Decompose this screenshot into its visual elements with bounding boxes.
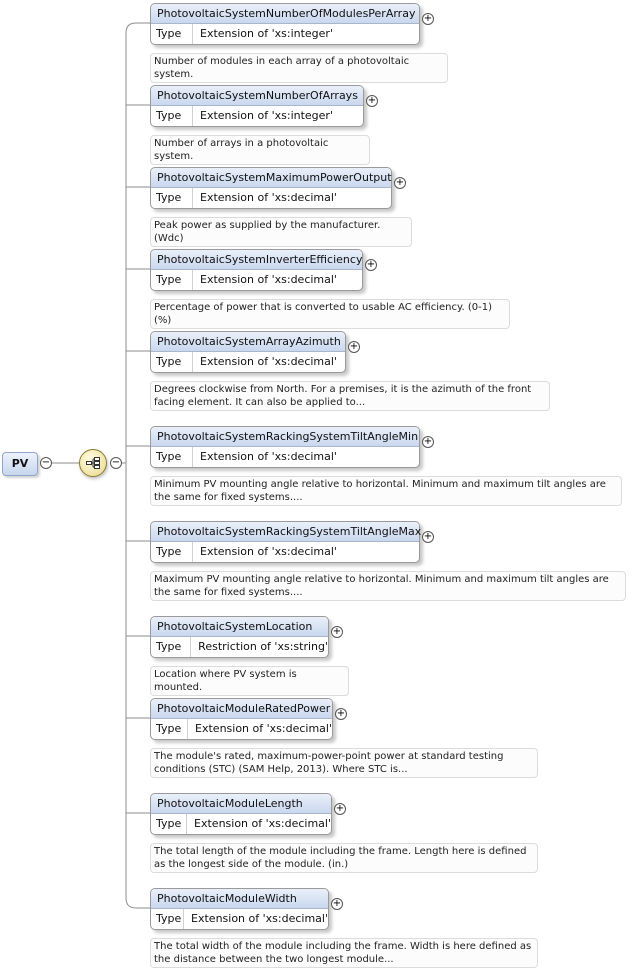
element-documentation: Maximum PV mounting angle relative to ho… [150, 571, 626, 601]
type-label: Type [151, 814, 188, 834]
element-box[interactable]: PhotovoltaicSystemNumberOfModulesPerArra… [150, 3, 420, 45]
element-type-row: Type Extension of 'xs:decimal' [151, 352, 345, 372]
sequence-icon [86, 457, 100, 469]
element-documentation: The module's rated, maximum-power-point … [150, 748, 538, 778]
type-value: Extension of 'xs:decimal' [200, 191, 337, 204]
type-label: Type [151, 352, 193, 372]
element-type-row: Type Extension of 'xs:decimal' [151, 909, 328, 929]
element-documentation: Number of arrays in a photovoltaic syste… [150, 135, 370, 165]
trunk-line [125, 22, 150, 909]
element-type-row: Type Extension of 'xs:decimal' [151, 814, 331, 834]
sequence-compositor[interactable] [79, 449, 107, 477]
element-name: PhotovoltaicModuleRatedPower [151, 699, 332, 719]
type-label: Type [151, 188, 193, 208]
type-value: Extension of 'xs:decimal' [200, 545, 337, 558]
element-documentation: The total length of the module including… [150, 843, 538, 873]
element-documentation: Percentage of power that is converted to… [150, 299, 510, 329]
element-name: PhotovoltaicSystemArrayAzimuth [151, 332, 345, 352]
expand-icon[interactable]: + [348, 341, 360, 353]
expand-icon[interactable]: + [366, 95, 378, 107]
element-type-row: Type Extension of 'xs:decimal' [151, 542, 419, 562]
expand-icon[interactable]: + [394, 177, 406, 189]
expand-icon[interactable]: + [335, 708, 347, 720]
element-name: PhotovoltaicSystemNumberOfArrays [151, 86, 363, 106]
element-documentation: The total width of the module including … [150, 938, 538, 968]
root-collapse-icon[interactable]: − [40, 457, 52, 469]
element-box[interactable]: PhotovoltaicSystemRackingSystemTiltAngle… [150, 426, 420, 468]
type-label: Type [151, 637, 192, 657]
compositor-collapse-icon[interactable]: − [110, 457, 122, 469]
expand-icon[interactable]: + [422, 436, 434, 448]
element-name: PhotovoltaicSystemMaximumPowerOutput [151, 168, 392, 188]
element-type-row: Type Extension of 'xs:integer' [151, 24, 419, 44]
type-label: Type [151, 270, 193, 290]
type-label: Type [151, 542, 193, 562]
element-documentation: Number of modules in each array of a pho… [150, 53, 448, 83]
type-label: Type [151, 719, 189, 739]
element-type-row: Type Extension of 'xs:decimal' [151, 447, 419, 467]
type-value: Extension of 'xs:decimal' [200, 355, 337, 368]
element-name: PhotovoltaicModuleLength [151, 794, 331, 814]
type-value: Extension of 'xs:integer' [200, 109, 333, 122]
expand-icon[interactable]: + [422, 531, 434, 543]
expand-icon[interactable]: + [331, 898, 343, 910]
element-type-row: Type Extension of 'xs:decimal' [151, 270, 362, 290]
expand-icon[interactable]: + [331, 626, 343, 638]
element-documentation: Peak power as supplied by the manufactur… [150, 217, 412, 247]
element-name: PhotovoltaicSystemRackingSystemTiltAngle… [151, 522, 421, 542]
type-label: Type [151, 909, 185, 929]
type-value: Extension of 'xs:decimal' [195, 722, 332, 735]
element-name: PhotovoltaicSystemRackingSystemTiltAngle… [151, 427, 419, 447]
type-value: Extension of 'xs:decimal' [194, 817, 331, 830]
element-documentation: Location where PV system is mounted. [150, 666, 349, 696]
type-label: Type [151, 24, 193, 44]
element-name: PhotovoltaicModuleWidth [151, 889, 328, 909]
expand-icon[interactable]: + [334, 803, 346, 815]
element-documentation: Degrees clockwise from North. For a prem… [150, 381, 550, 411]
root-element[interactable]: PV [2, 452, 38, 476]
type-label: Type [151, 106, 193, 126]
type-value: Extension of 'xs:decimal' [191, 912, 328, 925]
element-box[interactable]: PhotovoltaicSystemRackingSystemTiltAngle… [150, 521, 421, 563]
element-name: PhotovoltaicSystemInverterEfficiency [151, 250, 362, 270]
type-value: Extension of 'xs:integer' [200, 27, 333, 40]
element-type-row: Type Extension of 'xs:decimal' [151, 188, 391, 208]
element-name: PhotovoltaicSystemLocation [151, 617, 328, 637]
expand-icon[interactable]: + [365, 259, 377, 271]
element-name: PhotovoltaicSystemNumberOfModulesPerArra… [151, 4, 419, 24]
element-type-row: Type Restriction of 'xs:string' [151, 637, 328, 657]
element-documentation: Minimum PV mounting angle relative to ho… [150, 476, 622, 506]
expand-icon[interactable]: + [422, 13, 434, 25]
type-value: Extension of 'xs:decimal' [200, 273, 337, 286]
element-type-row: Type Extension of 'xs:integer' [151, 106, 363, 126]
element-type-row: Type Extension of 'xs:decimal' [151, 719, 332, 739]
type-value: Extension of 'xs:decimal' [200, 450, 337, 463]
type-label: Type [151, 447, 193, 467]
type-value: Restriction of 'xs:string' [198, 640, 328, 653]
